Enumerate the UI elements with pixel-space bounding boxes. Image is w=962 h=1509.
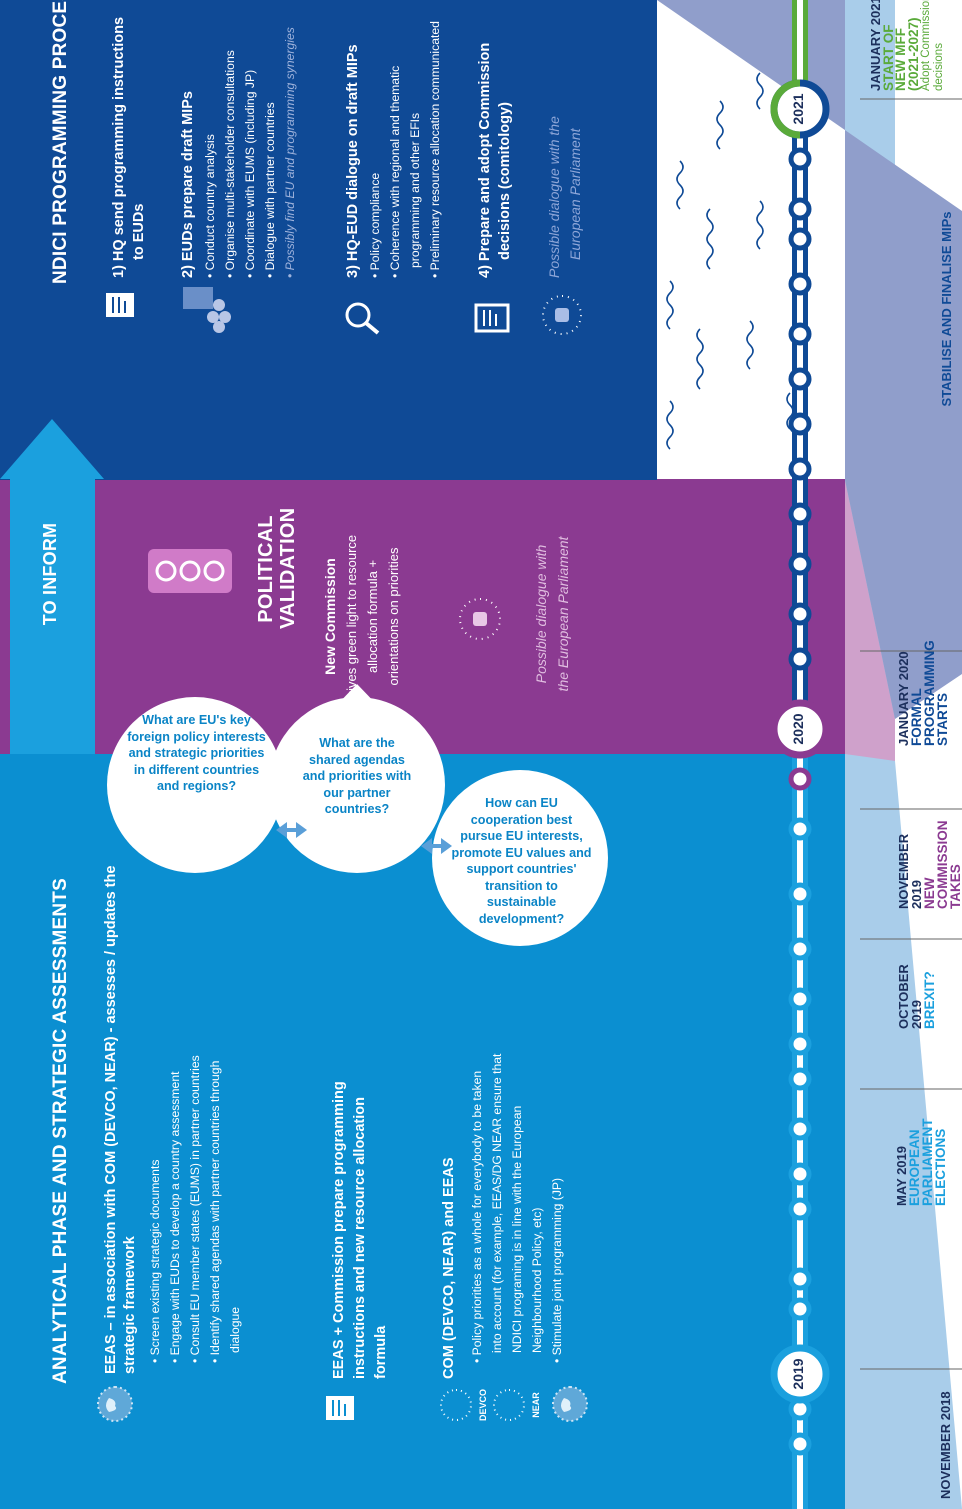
- timeline-node: [788, 987, 812, 1011]
- question-2-text: What are the shared agendas and prioriti…: [302, 736, 412, 816]
- timeline-node: [788, 882, 812, 906]
- to-inform-arrow: [0, 419, 104, 754]
- traffic-light-icon: [148, 549, 232, 593]
- event-line: ELECTIONS: [933, 1128, 948, 1206]
- eu-parliament-icon: [459, 598, 501, 640]
- magnifier-icon: [345, 302, 380, 335]
- timeline-node: [788, 1162, 812, 1186]
- timeline-node: [788, 1267, 812, 1291]
- event-may-2019: MAY 2019 EUROPEAN PARLIAMENT ELECTIONS: [894, 1119, 948, 1207]
- timeline-node: [788, 502, 812, 526]
- near-stars-icon: [493, 1389, 525, 1421]
- ndici-funnel: [657, 0, 962, 719]
- timeline-node: [788, 1067, 812, 1091]
- event-line: BREXIT?: [922, 971, 937, 1029]
- timeline-node: [788, 457, 812, 481]
- timeline-node: [788, 227, 812, 251]
- timeline-start-label: NOVEMBER 2018: [938, 1391, 953, 1499]
- event-date: OCTOBER 2019: [896, 964, 924, 1029]
- document-icon: [326, 1396, 354, 1420]
- timeline-node: [788, 272, 812, 296]
- timeline-node: [788, 1432, 812, 1456]
- year-badge-2020: [770, 699, 830, 759]
- political-funnel: [845, 480, 895, 761]
- timeline-node: [788, 767, 812, 791]
- year-badge-2019: [770, 1344, 830, 1404]
- event-november-2019: NOVEMBER 2019 NEW COMMISSION TAKES OFFIC…: [896, 813, 962, 910]
- question-1-text: What are EU's key foreign policy interes…: [127, 713, 266, 793]
- instructions-icon: [106, 293, 134, 317]
- event-line: (2021-2027): [905, 17, 921, 91]
- analytical-panel: [0, 754, 845, 1509]
- question-3-text: How can EU cooperation best pursue EU in…: [451, 796, 592, 926]
- timeline-node: [788, 367, 812, 391]
- eud-building-icon: [183, 287, 231, 333]
- event-line: STARTS: [935, 693, 950, 746]
- timeline-node: [788, 552, 812, 576]
- adopt-decision-icon: [474, 303, 510, 333]
- event-october-2019: OCTOBER 2019 BREXIT?: [896, 944, 937, 1029]
- event-january-2021: JANUARY 2021 START OF NEW MFF (2021-2027…: [868, 0, 945, 91]
- ndici-panel: [0, 0, 657, 480]
- timeline-node: [788, 817, 812, 841]
- event-line: TAKES OFFICE: [948, 860, 962, 910]
- event-january-2020: JANUARY 2020 FORMAL PROGRAMMING STARTS: [896, 640, 950, 746]
- timeline-node: [788, 1117, 812, 1141]
- timeline-node: [788, 602, 812, 626]
- timeline-node: [788, 147, 812, 171]
- timeline-node: [788, 412, 812, 436]
- year-label: 2020: [790, 713, 806, 745]
- globe-icon: [97, 1386, 133, 1422]
- timeline-node: [788, 1197, 812, 1221]
- globe-icon-2: [552, 1386, 588, 1422]
- stabilise-label: STABILISE AND FINALISE MIPs: [939, 211, 954, 407]
- devco-stars-icon: [440, 1389, 472, 1421]
- timeline-node: [788, 647, 812, 671]
- timeline-node: [788, 322, 812, 346]
- event-date: NOVEMBER 2019: [896, 833, 924, 909]
- timeline-node: [788, 197, 812, 221]
- year-label: 2019: [790, 1358, 806, 1390]
- timeline-node: [788, 1032, 812, 1056]
- timeline-node: [788, 1297, 812, 1321]
- political-panel: [0, 479, 845, 754]
- event-note: Adopt Commission: [920, 0, 932, 91]
- year-label: 2021: [790, 93, 806, 125]
- event-note: decisions: [932, 43, 945, 91]
- eu-parliament-icon-2: [542, 295, 582, 335]
- timeline-node: [788, 937, 812, 961]
